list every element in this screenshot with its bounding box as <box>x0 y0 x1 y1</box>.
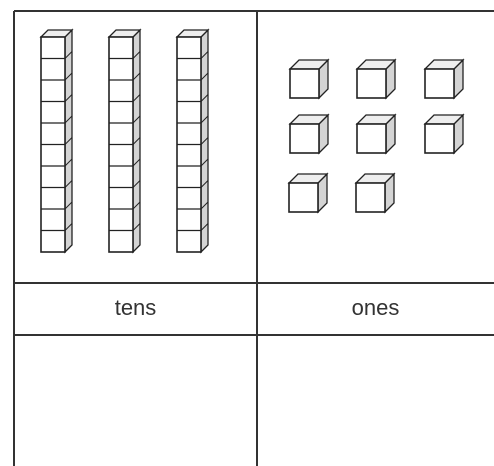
unit-cube-icon <box>290 115 328 153</box>
ten-rod-block-icon <box>177 30 208 252</box>
unit-cube-icon <box>357 115 395 153</box>
ten-rod-block-icon <box>41 30 72 252</box>
unit-cube-icon <box>357 60 395 98</box>
tens-blocks-area <box>41 30 208 252</box>
unit-cube-icon <box>289 174 327 212</box>
unit-cube-icon <box>290 60 328 98</box>
ones-blocks-area <box>289 60 463 212</box>
tens-column-label: tens <box>14 297 257 319</box>
unit-cube-icon <box>356 174 394 212</box>
grid-lines <box>14 11 494 466</box>
ten-rod-block-icon <box>109 30 140 252</box>
unit-cube-icon <box>425 60 463 98</box>
ones-column-label: ones <box>257 297 494 319</box>
unit-cube-icon <box>425 115 463 153</box>
